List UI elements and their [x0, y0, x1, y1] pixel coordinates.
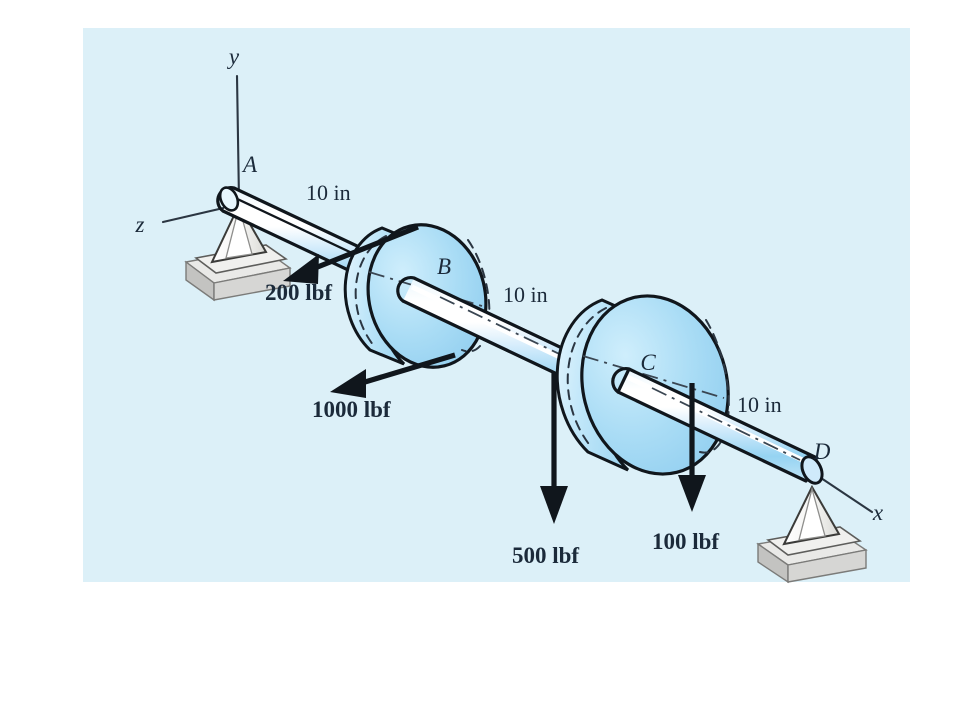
bearing-d-base-side — [787, 549, 867, 583]
diagram-panel — [83, 28, 910, 582]
bearing-d-label: D — [813, 439, 831, 464]
shaft-cd-left-cap — [611, 367, 631, 394]
pulley-c-hidden-rim — [566, 307, 607, 449]
bearing-d-support — [756, 484, 868, 584]
shaft-cd-bottom-edge — [616, 390, 808, 483]
force-1000-lbf-shaft — [354, 352, 456, 388]
force-100-lbf-arrow: 100 lbf — [652, 383, 719, 554]
dim-c-to-d-label: 10 in — [737, 392, 782, 417]
shaft-cd-top-edge — [627, 367, 819, 460]
force-1000-lbf-arrow: 1000 lbf — [312, 352, 456, 422]
z-axis-label: z — [135, 212, 145, 237]
force-500-lbf-label: 500 lbf — [512, 543, 579, 568]
force-100-lbf-label: 100 lbf — [652, 529, 719, 554]
shaft-segment-c-d — [611, 367, 824, 485]
shaft-a-end-face — [218, 186, 240, 212]
force-200-lbf-head — [283, 254, 319, 284]
dim-b-to-c-label: 10 in — [503, 282, 548, 307]
shaft-d-end-face — [800, 455, 824, 485]
shaft-cd-centerline — [651, 387, 801, 461]
y-axis-label: y — [227, 44, 240, 69]
pulley-b-label: B — [437, 254, 451, 279]
pulley-c-hidden-arc — [699, 319, 730, 454]
bearing-a-support — [184, 202, 292, 302]
bearing-a-label: A — [241, 152, 258, 177]
force-200-lbf-shaft — [304, 224, 419, 275]
force-500-lbf-arrow: 500 lbf — [512, 372, 579, 568]
bearing-d-pedestal-inner — [798, 486, 826, 541]
pulley-c-label: C — [640, 350, 656, 375]
dim-a-to-b-label: 10 in — [306, 180, 351, 205]
shaft-bc-overlap-cap — [396, 276, 416, 303]
force-1000-lbf-head — [330, 369, 366, 398]
force-200-lbf-arrow: 200 lbf — [265, 224, 419, 305]
force-1000-lbf-label: 1000 lbf — [312, 397, 391, 422]
force-200-lbf-label: 200 lbf — [265, 280, 332, 305]
bearing-a-base-side — [213, 267, 291, 301]
y-axis-line — [235, 74, 241, 202]
pulley-c-centerline — [582, 355, 725, 399]
force-500-lbf-head — [540, 486, 568, 524]
force-100-lbf-head — [678, 475, 706, 512]
x-axis-label: x — [872, 500, 884, 525]
bearing-a-pedestal-inner — [225, 204, 253, 259]
